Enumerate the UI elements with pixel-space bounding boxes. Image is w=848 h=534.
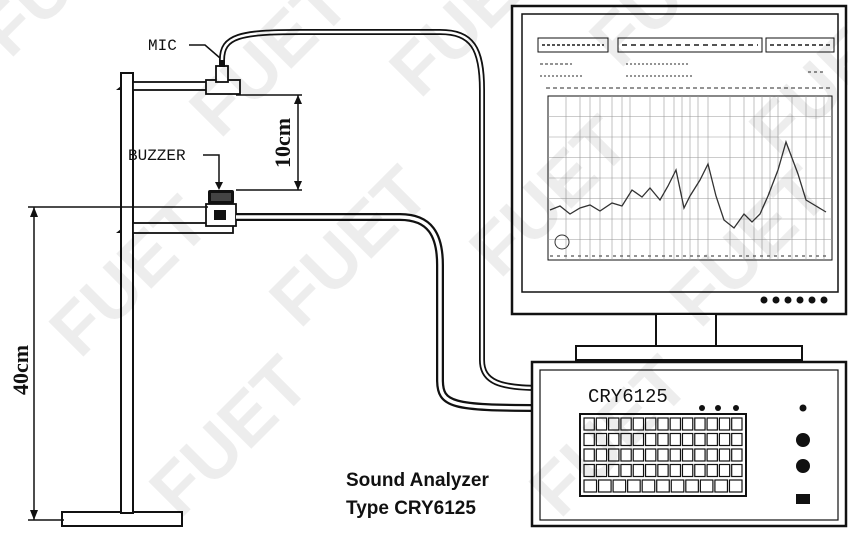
keypad-key (681, 463, 694, 478)
mic-cable (219, 29, 541, 391)
buzzer-cable (236, 213, 541, 412)
keypad-key (718, 448, 731, 462)
keypad-key (731, 463, 743, 478)
keypad-key (669, 432, 682, 447)
keypad-key (706, 463, 718, 478)
keypad-key (595, 448, 608, 462)
test-stand (61, 59, 241, 527)
monitor-indicator-dots (760, 296, 828, 304)
screen-spectrum-plot (547, 95, 833, 261)
keypad-key (644, 448, 657, 462)
keypad-key (706, 432, 718, 447)
keypad-key (608, 448, 620, 462)
keypad-key (620, 448, 632, 462)
monitor (510, 4, 848, 361)
keypad-key (656, 479, 670, 493)
keypad-key (595, 432, 608, 447)
device-model-label: CRY6125 (588, 386, 668, 408)
keypad-key (583, 432, 595, 447)
spectrum-trace (549, 139, 827, 229)
label-10cm: 10cm (270, 118, 295, 168)
keypad-key (644, 417, 657, 431)
keypad-key (612, 479, 627, 493)
dimension-40cm (28, 206, 208, 521)
keypad-key (620, 417, 632, 431)
keypad-key (595, 463, 608, 478)
keypad (579, 413, 747, 497)
keypad-key (694, 448, 706, 462)
label-40cm: 40cm (8, 345, 33, 395)
keypad-key (641, 479, 656, 493)
keypad-key (620, 463, 632, 478)
keypad-key (657, 432, 669, 447)
keypad-key (731, 417, 743, 431)
indicator-leds (699, 405, 739, 411)
stand-pole (120, 72, 134, 514)
dimension-10cm (236, 94, 302, 191)
keypad-key (694, 463, 706, 478)
buzzer-label: BUZZER (128, 147, 186, 165)
keypad-key (699, 479, 714, 493)
keypad-key (595, 417, 608, 431)
keypad-key (583, 479, 598, 493)
keypad-key (694, 417, 706, 431)
keypad-key (669, 448, 682, 462)
keypad-key (669, 463, 682, 478)
keypad-key (670, 479, 685, 493)
keypad-key (632, 463, 645, 478)
keypad-key (632, 432, 645, 447)
keypad-key (731, 432, 743, 447)
keypad-key (706, 417, 718, 431)
analyzer-caption-line1: Sound Analyzer (346, 470, 489, 491)
keypad-key (718, 432, 731, 447)
keypad-key (608, 432, 620, 447)
keypad-key (627, 479, 641, 493)
watermark: FUET (135, 342, 325, 529)
lower-arm (132, 222, 234, 234)
keypad-key (583, 463, 595, 478)
keypad-key (644, 463, 657, 478)
screen-header (537, 37, 835, 53)
keypad-key (718, 463, 731, 478)
keypad-key (694, 432, 706, 447)
keypad-key (718, 417, 731, 431)
keypad-key (608, 417, 620, 431)
keypad-key (731, 448, 743, 462)
monitor-foot (575, 345, 803, 361)
keypad-key (644, 432, 657, 447)
keypad-key (681, 417, 694, 431)
watermark: FUET (255, 152, 445, 342)
keypad-key (620, 432, 632, 447)
sound-analyzer-unit: CRY6125 (530, 360, 848, 528)
keypad-key (681, 432, 694, 447)
keypad-key (583, 417, 595, 431)
keypad-key (583, 448, 595, 462)
analyzer-caption-line2: Type CRY6125 (346, 498, 476, 519)
keypad-key (685, 479, 699, 493)
keypad-key (728, 479, 743, 493)
keypad-key (681, 448, 694, 462)
keypad-key (669, 417, 682, 431)
keypad-key (597, 479, 612, 493)
keypad-key (706, 448, 718, 462)
keypad-key (608, 463, 620, 478)
keypad-key (657, 448, 669, 462)
keypad-key (632, 448, 645, 462)
mic-label: MIC (148, 37, 177, 55)
keypad-key (657, 463, 669, 478)
keypad-key (632, 417, 645, 431)
keypad-key (714, 479, 729, 493)
stand-base (61, 511, 183, 527)
control-knobs (796, 404, 810, 504)
watermark: FUET (0, 0, 154, 71)
screen-header-glyphs (540, 44, 830, 89)
keypad-key (657, 417, 669, 431)
